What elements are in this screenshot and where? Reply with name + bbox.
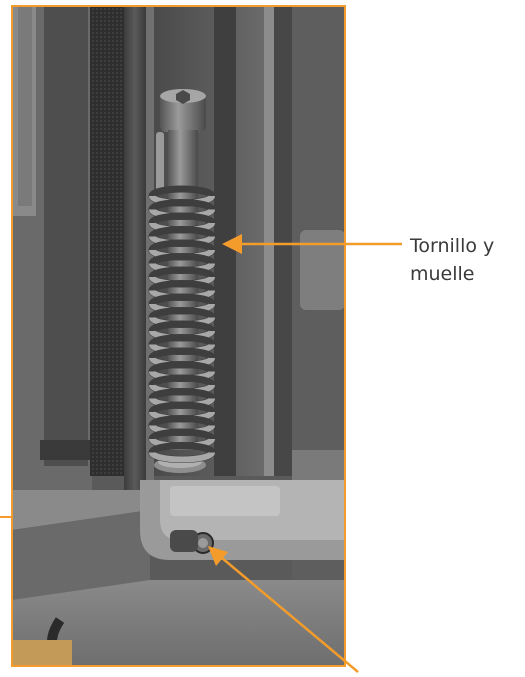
screw-spring-label: Tornillo y muelle <box>410 232 522 288</box>
bolt-callout-arrow <box>208 546 359 673</box>
floor-plate <box>12 580 345 666</box>
hex-socket-cap-screw-icon <box>156 89 206 450</box>
hex-bolt-icon <box>170 530 214 554</box>
vertical-post <box>124 6 146 516</box>
photo-region <box>12 6 345 666</box>
side-bracket <box>300 230 345 310</box>
photo-frame <box>11 5 346 667</box>
screw-spring-label-line2: muelle <box>410 263 475 285</box>
coil-spring-icon <box>148 185 216 463</box>
screw-spring-label-line1: Tornillo y <box>410 235 495 257</box>
screw-spring-callout-arrow <box>222 234 402 254</box>
mesh-strip <box>90 6 124 476</box>
spring-coil-highlight <box>149 451 215 463</box>
right-upright <box>264 6 274 476</box>
